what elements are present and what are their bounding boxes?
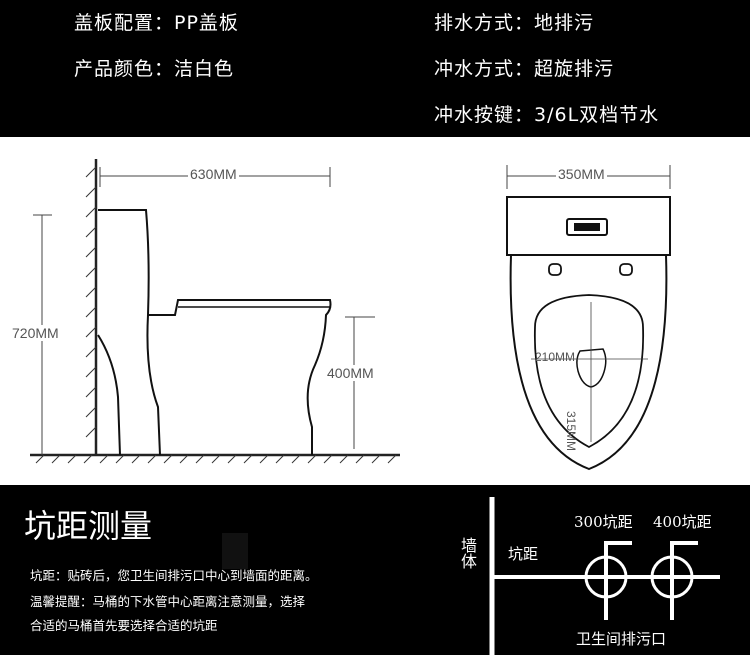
top-view-drawing bbox=[506, 165, 671, 471]
flush-button-icon bbox=[566, 218, 608, 236]
spec-color: 产品颜色：洁白色 bbox=[74, 58, 235, 80]
outlet-label: 卫生间排污口 bbox=[576, 630, 667, 648]
rough-in-definition: 坑距：贴砖后，您卫生间排污口中心到墙面的距离。 bbox=[30, 568, 318, 583]
distance-label: 坑距 bbox=[508, 545, 539, 563]
dimension-diagram: 630MM 720MM 400MM 350MM 210MM 315MM bbox=[0, 137, 750, 485]
option-300-label: 300坑距 bbox=[574, 513, 633, 531]
bowl-length-label: 315MM bbox=[564, 411, 578, 452]
bowl-width-label: 210MM bbox=[535, 350, 576, 364]
width-dimension-label: 350MM bbox=[556, 166, 607, 182]
height-dimension-label: 720MM bbox=[10, 325, 61, 341]
rough-in-tip-line2: 合适的马桶首先要选择合适的坑距 bbox=[30, 618, 218, 633]
spec-drain: 排水方式：地排污 bbox=[434, 12, 595, 34]
spec-flush: 冲水方式：超旋排污 bbox=[434, 58, 615, 80]
seat-height-dimension-label: 400MM bbox=[325, 365, 376, 381]
specs-panel: 盖板配置：PP盖板 产品颜色：洁白色 排水方式：地排污 冲水方式：超旋排污 冲水… bbox=[0, 0, 750, 137]
rough-in-diagram bbox=[489, 497, 720, 655]
wall-label: 墙体 bbox=[458, 537, 477, 569]
spec-button: 冲水按键：3/6L双档节水 bbox=[434, 104, 660, 126]
depth-dimension-label: 630MM bbox=[188, 166, 239, 182]
rough-in-title: 坑距测量 bbox=[24, 507, 153, 545]
rough-in-panel: 坑距测量 坑距：贴砖后，您卫生间排污口中心到墙面的距离。 温馨提醒：马桶的下水管… bbox=[0, 485, 750, 655]
rough-in-tip-line1: 温馨提醒：马桶的下水管中心距离注意测量，选择 bbox=[30, 594, 306, 609]
spec-cover: 盖板配置：PP盖板 bbox=[74, 12, 239, 34]
side-view-drawing bbox=[30, 159, 400, 464]
option-400-label: 400坑距 bbox=[653, 513, 712, 531]
